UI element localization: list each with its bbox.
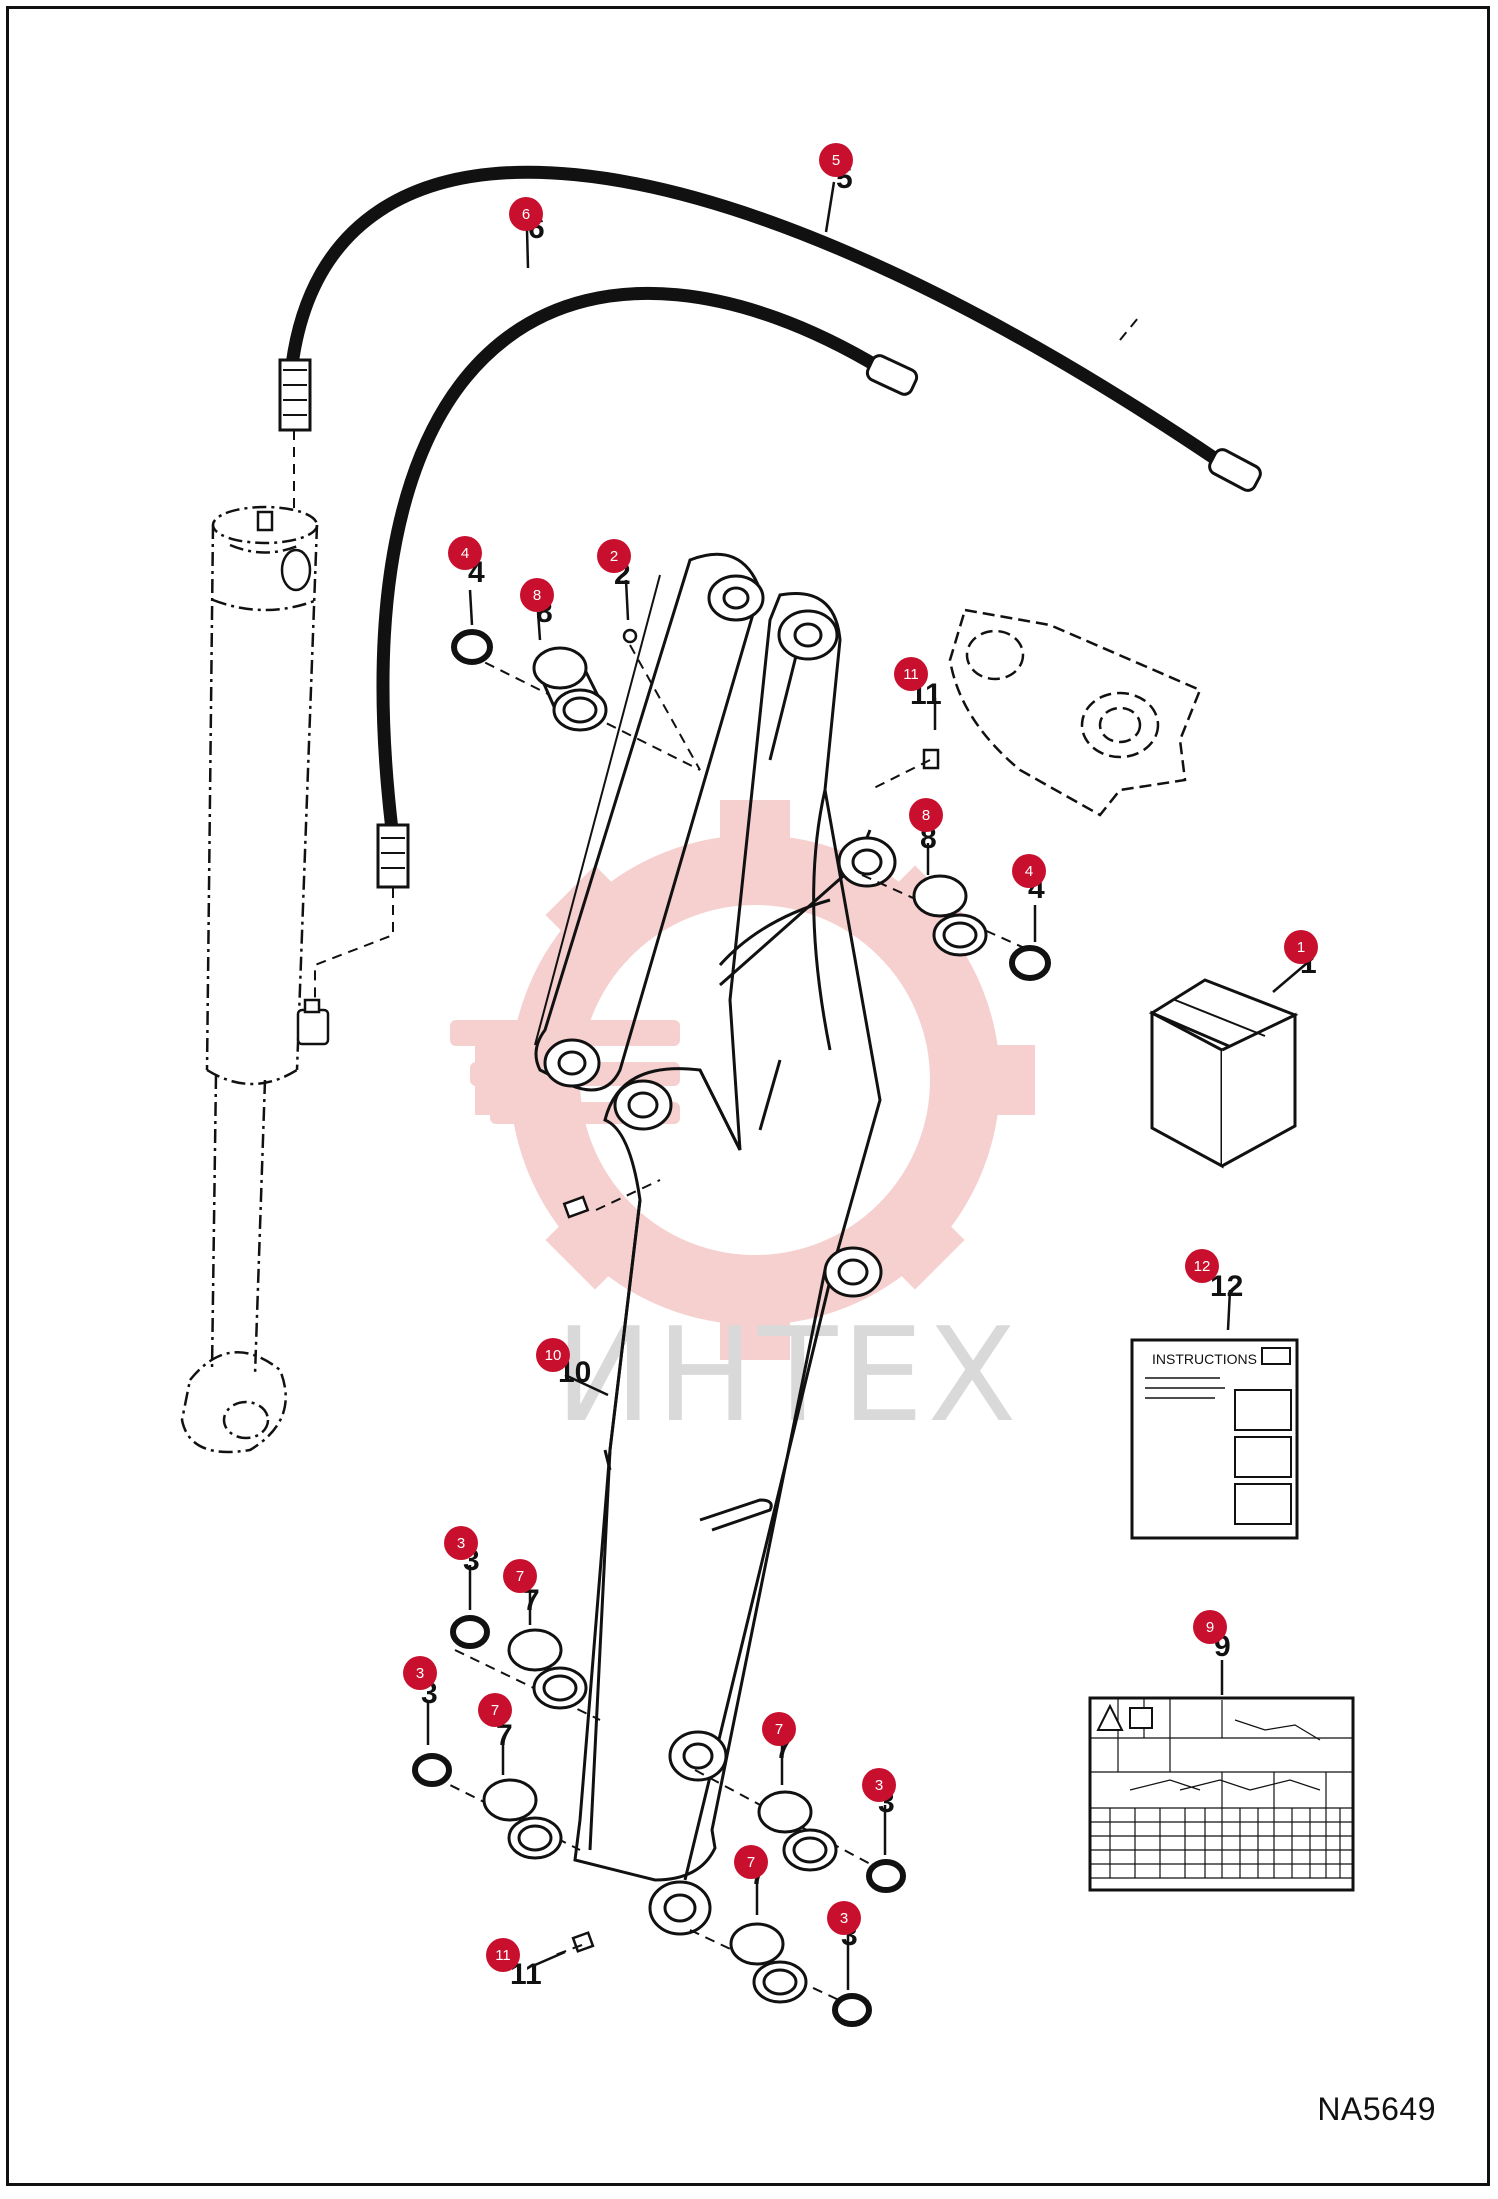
bushing-8-right-icon xyxy=(912,874,988,957)
part-number-7-b: 7 xyxy=(496,1719,513,1752)
watermark-gear-icon xyxy=(450,800,1035,1360)
seal-ring-3-c-icon xyxy=(866,1859,906,1893)
callout-7-b[interactable] xyxy=(478,1693,512,1727)
callout-7-c[interactable] xyxy=(762,1712,796,1746)
callout-11-upper[interactable] xyxy=(894,657,928,691)
hose-short-icon xyxy=(376,286,919,889)
callout-3-a-label: 3 xyxy=(457,1535,465,1552)
load-chart-decal-icon xyxy=(1088,1696,1355,1892)
grease-fitting-upper-icon xyxy=(922,748,940,770)
callout-7-a[interactable] xyxy=(503,1559,537,1593)
bucket-link-icon xyxy=(948,608,1202,817)
callout-1[interactable] xyxy=(1284,930,1318,964)
callout-3-b-label: 3 xyxy=(416,1665,424,1682)
instructions-manual-icon xyxy=(1130,1338,1299,1540)
callout-3-c[interactable] xyxy=(862,1768,896,1802)
callout-5-label: 5 xyxy=(832,152,840,169)
callout-2-label: 2 xyxy=(610,548,618,565)
callout-2[interactable] xyxy=(597,539,631,573)
callout-7-b-label: 7 xyxy=(491,1702,499,1719)
bushing-7-d-icon xyxy=(729,1922,808,2004)
callout-8-upper-label: 8 xyxy=(533,587,541,604)
callout-11-lower[interactable] xyxy=(486,1938,520,1972)
seal-ring-3-d-icon xyxy=(832,1993,872,2027)
callout-9[interactable] xyxy=(1193,1610,1227,1644)
callout-10[interactable] xyxy=(536,1338,570,1372)
part-number-7-a: 7 xyxy=(523,1584,540,1617)
callout-12-label: 12 xyxy=(1194,1258,1211,1275)
callout-4-right-label: 4 xyxy=(1025,863,1033,880)
callout-8-right[interactable] xyxy=(909,798,943,832)
callout-3-c-label: 3 xyxy=(875,1777,883,1794)
callout-11-upper-label: 11 xyxy=(903,666,919,683)
callout-4-upper[interactable] xyxy=(448,536,482,570)
arm-icon xyxy=(534,552,882,1882)
callout-4-upper-label: 4 xyxy=(461,545,469,562)
seal-ring-3-b-icon xyxy=(412,1753,452,1787)
callout-12[interactable] xyxy=(1185,1249,1219,1283)
page-frame xyxy=(6,6,1490,2186)
callout-11-lower-label: 11 xyxy=(495,1947,511,1964)
callout-4-right[interactable] xyxy=(1012,854,1046,888)
bushing-7-a-icon xyxy=(507,1628,588,1710)
seal-ring-4-upper-icon xyxy=(451,629,493,665)
seal-ring-3-a-icon xyxy=(450,1615,490,1649)
hose-long-icon xyxy=(278,165,1262,492)
callout-5[interactable] xyxy=(819,143,853,177)
callout-6-label: 6 xyxy=(522,206,530,223)
arm-pin-bosses xyxy=(543,574,897,1936)
callout-7-d-label: 7 xyxy=(747,1854,755,1871)
callout-7-d[interactable] xyxy=(734,1845,768,1879)
callout-6[interactable] xyxy=(509,197,543,231)
figure-code: NA5649 xyxy=(1317,2091,1436,2127)
ball-icon xyxy=(622,628,638,644)
bushing-8-upper-icon xyxy=(532,646,608,732)
callout-1-label: 1 xyxy=(1297,939,1305,956)
callout-3-d-label: 3 xyxy=(840,1910,848,1927)
instructions-heading: INSTRUCTIONS xyxy=(1152,1351,1257,1367)
seal-ring-4-right-icon xyxy=(1009,945,1051,981)
kit-box-icon xyxy=(1148,978,1299,1169)
callout-8-right-label: 8 xyxy=(922,807,930,824)
cylinder-icon xyxy=(180,505,319,1454)
callout-7-a-label: 7 xyxy=(516,1568,524,1585)
bushing-7-b-icon xyxy=(482,1778,563,1860)
callout-7-c-label: 7 xyxy=(775,1721,783,1738)
callout-3-a[interactable] xyxy=(444,1526,478,1560)
watermark-text: ИНТЕХ xyxy=(555,1299,1021,1451)
bolt-icon xyxy=(562,1195,590,1219)
callout-3-d[interactable] xyxy=(827,1901,861,1935)
callout-3-b[interactable] xyxy=(403,1656,437,1690)
callout-10-label: 10 xyxy=(545,1347,562,1364)
callout-8-upper[interactable] xyxy=(520,578,554,612)
callout-9-label: 9 xyxy=(1206,1619,1214,1636)
bushing-7-c-icon xyxy=(757,1790,838,1872)
